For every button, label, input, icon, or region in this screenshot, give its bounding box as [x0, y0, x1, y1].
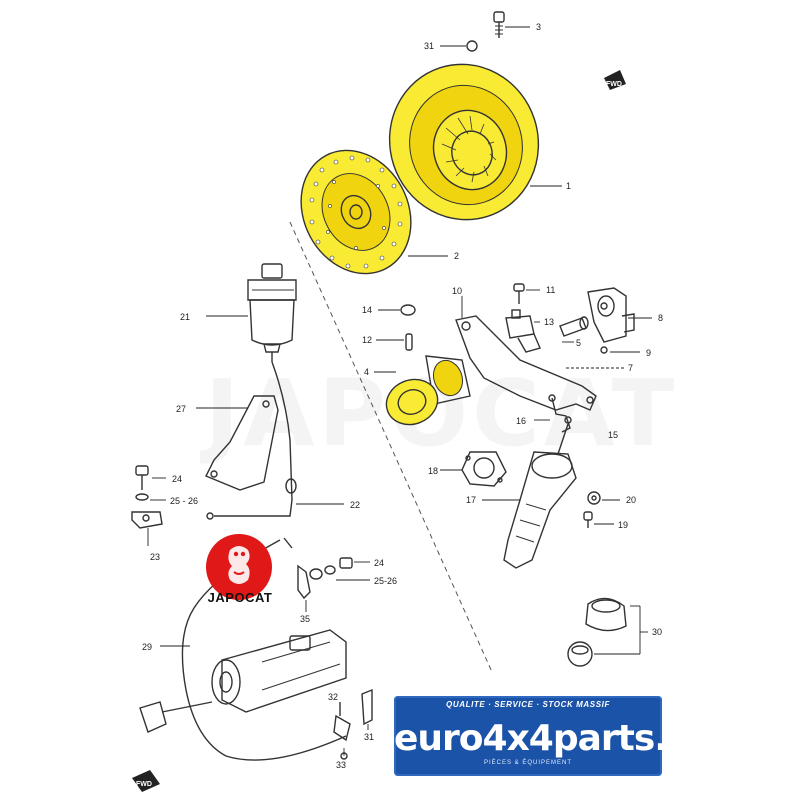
callout-10: 10	[452, 286, 462, 296]
callout-27: 27	[176, 404, 186, 414]
supply-hose-part[interactable]	[206, 361, 297, 520]
release-bearing-part[interactable]	[380, 355, 471, 432]
callout-15: 15	[608, 430, 618, 440]
fork-clip-part[interactable]	[505, 309, 541, 353]
pin-part[interactable]	[405, 333, 413, 351]
callout-12: 12	[362, 335, 372, 345]
fork-bolt-part[interactable]	[513, 283, 525, 304]
callout-25b: 25-26	[374, 576, 397, 586]
callout-35: 35	[300, 614, 310, 624]
japocat-logo: JAPOCAT	[198, 534, 282, 614]
clutch-disc-part[interactable]	[280, 131, 432, 293]
pivot-stud-part[interactable]	[559, 316, 589, 337]
callout-29: 29	[142, 642, 152, 652]
reservoir-bracket-part[interactable]	[205, 395, 279, 491]
brand-subtitle: PIÈCES & ÉQUIPEMENT	[483, 760, 572, 766]
bolt-part[interactable]	[466, 11, 505, 52]
clutch-pipe-part[interactable]	[181, 537, 347, 761]
callout-32: 32	[328, 692, 338, 702]
callout-4: 4	[364, 367, 369, 377]
slave-cylinder-part[interactable]	[503, 416, 577, 569]
japocat-logo-text: JAPOCAT	[207, 590, 273, 605]
callout-24b: 24	[374, 558, 384, 568]
forward-arrow-icon: FWD	[604, 70, 626, 90]
callout-7: 7	[628, 363, 633, 373]
callout-13: 13	[544, 317, 554, 327]
fluid-reservoir-part[interactable]	[247, 263, 297, 362]
pipe-fitting-part[interactable]	[333, 688, 373, 760]
boot-kit-part[interactable]	[567, 597, 627, 667]
bracket-bolt-part[interactable]	[135, 465, 149, 501]
callout-21: 21	[180, 312, 190, 322]
callout-24a: 24	[172, 474, 182, 484]
callout-33: 33	[336, 760, 346, 770]
forward-arrow-icon: FWD	[132, 770, 160, 792]
callout-16: 16	[516, 416, 526, 426]
brand-domain: euro4x4parts.com	[394, 718, 749, 759]
callout-22: 22	[350, 500, 360, 510]
callout-30: 30	[652, 627, 662, 637]
brand-banner[interactable]: QUALITE · SERVICE · STOCK MASSIF euro4x4…	[394, 696, 749, 776]
hose-union-part[interactable]	[297, 557, 353, 600]
callout-20: 20	[626, 495, 636, 505]
japocat-logo-icon	[206, 534, 272, 600]
callout-1: 1	[566, 181, 571, 191]
master-cylinder-part[interactable]	[139, 629, 347, 733]
bleeder-screw-part[interactable]	[583, 511, 593, 528]
callout-14: 14	[362, 305, 372, 315]
callout-17: 17	[466, 495, 476, 505]
callout-2: 2	[454, 251, 459, 261]
callout-8: 8	[658, 313, 663, 323]
callout-9: 9	[646, 348, 651, 358]
callout-31b: 31	[364, 732, 374, 742]
callout-19: 19	[618, 520, 628, 530]
pivot-bracket-part[interactable]	[587, 287, 635, 343]
brand-tagline: QUALITE · SERVICE · STOCK MASSIF	[446, 700, 610, 709]
boot-cap-part[interactable]	[400, 304, 416, 316]
callout-23: 23	[150, 552, 160, 562]
washer-part[interactable]	[600, 346, 608, 354]
svg-text:FWD: FWD	[136, 781, 152, 788]
callout-11: 11	[546, 285, 555, 295]
hose-clip-part[interactable]	[131, 511, 163, 529]
return-spring-part[interactable]	[548, 394, 571, 433]
callout-18: 18	[428, 466, 438, 476]
callout-31: 31	[424, 41, 434, 51]
release-fork-part[interactable]	[455, 315, 597, 411]
creature-icon	[228, 546, 250, 584]
center-line	[289, 221, 493, 673]
callout-3: 3	[536, 22, 541, 32]
svg-text:FWD: FWD	[606, 81, 622, 88]
callout-25a: 25 - 26	[170, 496, 198, 506]
callout-5: 5	[576, 338, 581, 348]
pressure-plate-part[interactable]	[370, 45, 559, 239]
bleeder-nut-part[interactable]	[587, 491, 601, 505]
